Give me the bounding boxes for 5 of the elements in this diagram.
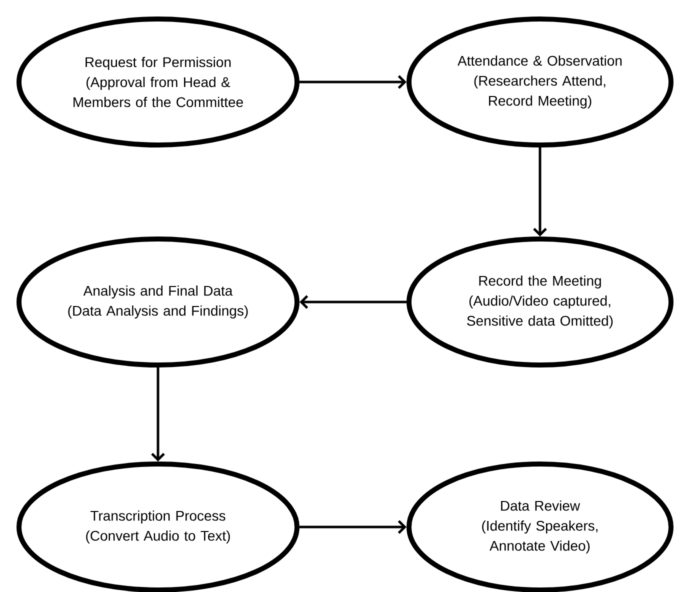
arrow [300, 295, 406, 309]
arrow [533, 148, 547, 236]
arrow [300, 520, 406, 534]
arrow [151, 368, 165, 462]
arrow [300, 75, 406, 89]
